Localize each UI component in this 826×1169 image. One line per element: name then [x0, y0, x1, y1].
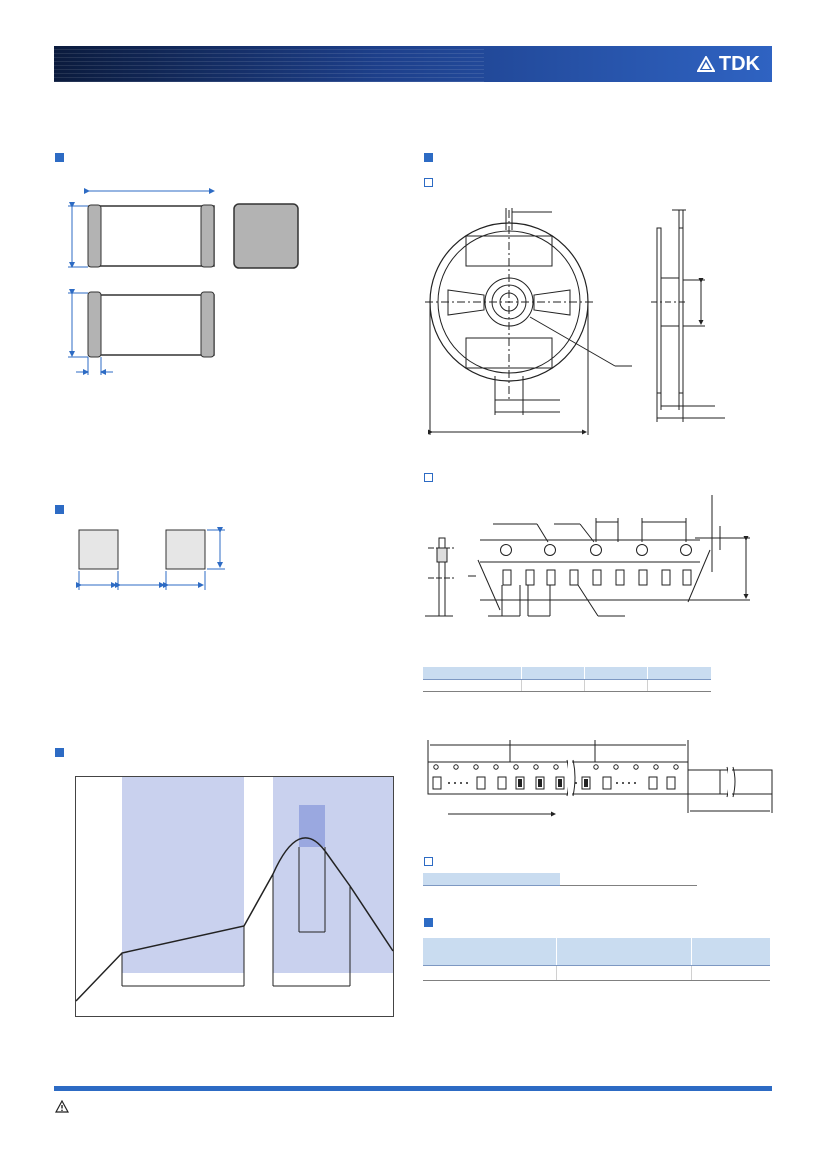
header-bar: TDK	[54, 46, 772, 82]
tdk-logo: TDK	[696, 52, 760, 75]
reel-drawing	[425, 208, 725, 435]
taping-drawing	[425, 495, 750, 617]
section-marker-land-pattern	[55, 505, 64, 514]
section-marker-reflow	[55, 748, 64, 757]
header-stripes	[54, 46, 484, 82]
land-pad-left	[78, 529, 119, 570]
shape-dimensions-drawing	[68, 188, 299, 375]
section-marker-packaging	[424, 153, 433, 162]
subsection-marker-reel	[424, 178, 433, 187]
reflow-profile-drawing	[75, 776, 394, 1017]
reel-quantity-table	[423, 873, 697, 886]
sprocket-holes	[500, 544, 692, 556]
subsection-marker-quantity	[424, 857, 433, 866]
subsection-marker-tape	[424, 473, 433, 482]
tdk-recycle-logo-icon	[696, 56, 715, 72]
brand-name: TDK	[718, 52, 760, 75]
terminal-right	[200, 204, 215, 268]
terminal-left	[87, 204, 102, 268]
warning-triangle-icon	[55, 1100, 69, 1113]
footer-bar	[54, 1086, 772, 1091]
preheat-zone	[122, 777, 244, 973]
specifications-table	[423, 938, 770, 981]
tape-dimensions-table	[423, 667, 711, 692]
component-pockets	[502, 569, 692, 586]
peak-zone	[299, 805, 325, 847]
leader-trailer-drawing	[427, 740, 773, 817]
land-pattern-drawing	[76, 527, 225, 590]
end-view	[233, 203, 299, 269]
section-marker-specs	[424, 918, 433, 927]
section-marker-shape	[55, 153, 64, 162]
cooling-zone	[350, 777, 393, 973]
land-pad-right	[165, 529, 206, 570]
